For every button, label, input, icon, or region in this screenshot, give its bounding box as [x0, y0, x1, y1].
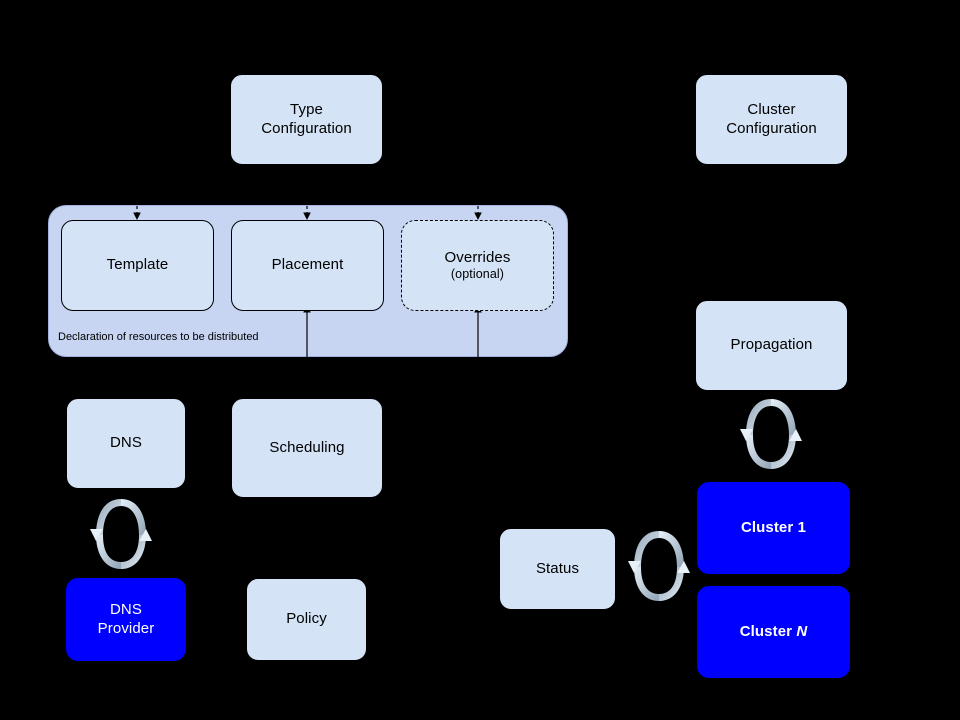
node-status[interactable]: Status	[499, 528, 616, 610]
node-type-configuration[interactable]: Type Configuration	[230, 74, 383, 165]
node-scheduling[interactable]: Scheduling	[231, 398, 383, 498]
node-cluster-1-label: Cluster 1	[740, 518, 807, 536]
node-cluster-configuration-label: Cluster Configuration	[726, 101, 817, 137]
sync-arrows-icon	[90, 499, 152, 569]
node-cluster-configuration[interactable]: Cluster Configuration	[695, 74, 848, 165]
node-template-label: Template	[106, 256, 169, 274]
node-placement-label: Placement	[271, 256, 344, 274]
node-template[interactable]: Template	[61, 220, 214, 311]
node-policy[interactable]: Policy	[246, 578, 367, 661]
node-propagation-label: Propagation	[730, 336, 813, 354]
node-cluster-n-label: Cluster N	[739, 622, 808, 640]
node-placement[interactable]: Placement	[231, 220, 384, 311]
node-scheduling-label: Scheduling	[269, 438, 345, 456]
node-overrides-sublabel: (optional)	[450, 267, 505, 282]
node-dns-provider-label: DNS Provider	[97, 601, 155, 637]
node-status-label: Status	[535, 559, 580, 577]
node-cluster-1[interactable]: Cluster 1	[697, 482, 850, 574]
node-type-configuration-label: Type Configuration	[261, 101, 352, 137]
node-dns-label: DNS	[110, 434, 142, 452]
sync-arrows-icon	[628, 531, 690, 601]
node-overrides[interactable]: Overrides (optional)	[401, 220, 554, 311]
node-overrides-label: Overrides (optional)	[444, 248, 511, 282]
resource-declaration-caption: Declaration of resources to be distribut…	[58, 331, 259, 343]
node-dns[interactable]: DNS	[66, 398, 186, 489]
sync-arrows-icon	[740, 399, 802, 469]
node-policy-label: Policy	[286, 610, 327, 628]
node-propagation[interactable]: Propagation	[695, 300, 848, 391]
node-cluster-n[interactable]: Cluster N	[697, 586, 850, 678]
node-dns-provider[interactable]: DNS Provider	[66, 578, 186, 661]
